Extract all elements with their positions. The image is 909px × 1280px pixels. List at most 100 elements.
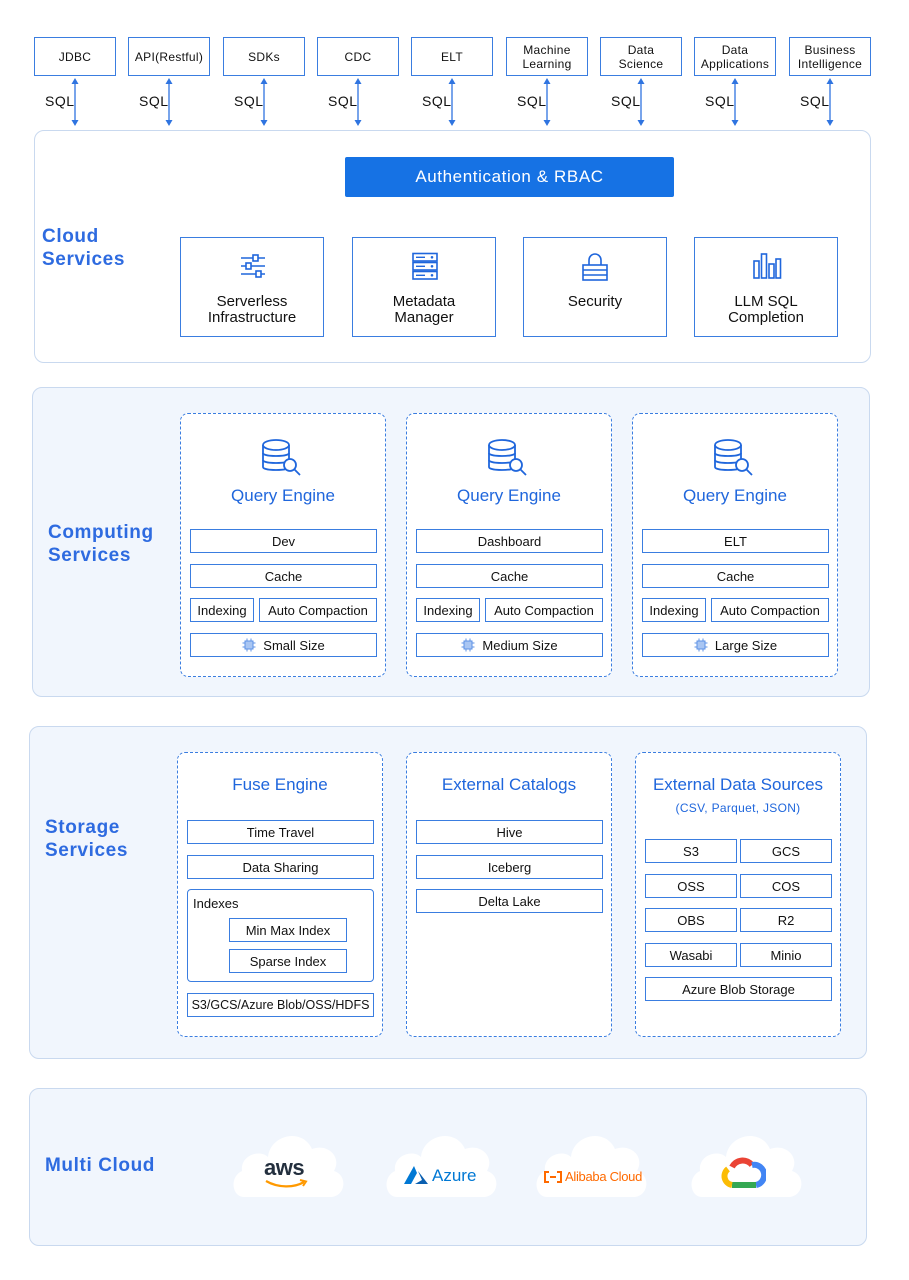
bidirectional-arrow-icon xyxy=(354,78,362,126)
source-cos-pill: COS xyxy=(740,874,832,898)
azure-mark-icon xyxy=(404,1166,428,1184)
cloud-shape-icon xyxy=(233,1135,344,1197)
cache-pill: Cache xyxy=(190,564,377,588)
formats-subtitle: (CSV, Parquet, JSON) xyxy=(675,801,801,815)
metadata-manager-card: Metadata Manager xyxy=(352,237,496,337)
auto-compaction-pill: Auto Compaction xyxy=(259,598,377,622)
cloud-shape-icon xyxy=(691,1135,802,1197)
iceberg-pill: Iceberg xyxy=(416,855,603,879)
chip-icon xyxy=(242,638,256,652)
alibaba-cloud-logo: Alibaba Cloud xyxy=(533,1127,649,1199)
azure-wordmark: Azure xyxy=(432,1166,477,1185)
sql-label: SQL xyxy=(705,93,735,109)
client-label: SDKs xyxy=(248,49,280,64)
source-oss-pill: OSS xyxy=(645,874,737,898)
sql-label: SQL xyxy=(328,93,358,109)
client-elt: ELT xyxy=(411,37,493,76)
card-label: Security xyxy=(567,293,623,310)
object-storage-pill: S3/GCS/Azure Blob/OSS/HDFS xyxy=(187,993,374,1017)
client-label: API(Restful) xyxy=(134,49,204,64)
client-label: JDBC xyxy=(58,49,92,64)
sql-label: SQL xyxy=(45,93,75,109)
time-travel-pill: Time Travel xyxy=(187,820,374,844)
sql-label: SQL xyxy=(234,93,264,109)
source-r2-pill: R2 xyxy=(740,908,832,932)
database-search-icon xyxy=(488,439,527,476)
fuse-engine-group: Fuse Engine Time Travel Data Sharing Ind… xyxy=(177,752,383,1037)
source-gcs-pill: GCS xyxy=(740,839,832,863)
client-jdbc: JDBC xyxy=(34,37,116,76)
sql-label: SQL xyxy=(139,93,169,109)
sparse-index-pill: Sparse Index xyxy=(229,949,347,973)
database-search-icon xyxy=(714,439,753,476)
size-label: Large Size xyxy=(714,637,778,653)
storage-services-title: Storage Services xyxy=(45,817,128,861)
indexes-label: Indexes xyxy=(193,896,239,911)
min-max-index-pill: Min Max Index xyxy=(229,918,347,942)
indexing-pill: Indexing xyxy=(190,598,254,622)
hive-pill: Hive xyxy=(416,820,603,844)
serverless-infrastructure-card: Serverless Infrastructure xyxy=(180,237,324,337)
query-engine-large: Query Engine ELT Cache Indexing Auto Com… xyxy=(632,413,838,677)
bar-chart-icon xyxy=(753,253,782,279)
client-label: Business Intelligence xyxy=(797,42,863,71)
card-label: Metadata Manager xyxy=(392,293,456,326)
cache-pill: Cache xyxy=(642,564,829,588)
cache-pill: Cache xyxy=(416,564,603,588)
source-azure-blob-pill: Azure Blob Storage xyxy=(645,977,832,1001)
bidirectional-arrow-icon xyxy=(71,78,79,126)
source-wasabi-pill: Wasabi xyxy=(645,943,737,967)
client-data-science: Data Science xyxy=(600,37,682,76)
size-pill: Medium Size xyxy=(416,633,603,657)
auto-compaction-pill: Auto Compaction xyxy=(711,598,829,622)
indexes-box: Indexes Min Max Index Sparse Index xyxy=(187,889,374,982)
azure-logo: Azure xyxy=(383,1127,499,1199)
workload-pill: Dev xyxy=(190,529,377,553)
client-machine-learning: Machine Learning xyxy=(506,37,588,76)
cloud-shape-icon xyxy=(386,1135,497,1197)
source-s3-pill: S3 xyxy=(645,839,737,863)
client-sdks: SDKs xyxy=(223,37,305,76)
client-label: Machine Learning xyxy=(522,42,572,71)
security-card: Security xyxy=(523,237,667,337)
client-api: API(Restful) xyxy=(128,37,210,76)
query-engine-medium: Query Engine Dashboard Cache Indexing Au… xyxy=(406,413,612,677)
client-cdc: CDC xyxy=(317,37,399,76)
aws-smile-icon xyxy=(265,1179,308,1188)
server-stack-icon xyxy=(412,252,438,280)
client-label: Data Science xyxy=(618,42,664,71)
card-label: Serverless Infrastructure xyxy=(207,293,297,326)
external-data-sources-title: External Data Sources xyxy=(652,775,824,794)
source-minio-pill: Minio xyxy=(740,943,832,967)
engine-title: Query Engine xyxy=(231,486,335,505)
fuse-engine-title: Fuse Engine xyxy=(232,775,328,794)
workload-pill: ELT xyxy=(642,529,829,553)
sql-label: SQL xyxy=(422,93,452,109)
source-obs-pill: OBS xyxy=(645,908,737,932)
cloud-shape-icon xyxy=(536,1135,647,1197)
google-cloud-logo xyxy=(688,1127,804,1199)
chip-icon xyxy=(694,638,708,652)
llm-sql-completion-card: LLM SQL Completion xyxy=(694,237,838,337)
sql-label: SQL xyxy=(611,93,641,109)
indexing-pill: Indexing xyxy=(416,598,480,622)
size-label: Small Size xyxy=(263,637,325,653)
bidirectional-arrow-icon xyxy=(826,78,834,126)
auto-compaction-pill: Auto Compaction xyxy=(485,598,603,622)
external-catalogs-title: External Catalogs xyxy=(441,775,577,794)
sql-label: SQL xyxy=(800,93,830,109)
cloud-services-title: Cloud Services xyxy=(42,226,125,270)
bidirectional-arrow-icon xyxy=(165,78,173,126)
alibaba-wordmark: Alibaba Cloud xyxy=(565,1169,643,1184)
external-data-sources-group: External Data Sources (CSV, Parquet, JSO… xyxy=(635,752,841,1037)
bidirectional-arrow-icon xyxy=(637,78,645,126)
engine-title: Query Engine xyxy=(683,486,787,505)
aws-logo: aws xyxy=(230,1127,346,1199)
computing-services-title: Computing Services xyxy=(48,522,154,566)
client-data-applications: Data Applications xyxy=(694,37,776,76)
workload-pill: Dashboard xyxy=(416,529,603,553)
client-business-intelligence: Business Intelligence xyxy=(789,37,871,76)
google-cloud-icon xyxy=(721,1157,766,1188)
chip-icon xyxy=(461,638,475,652)
bidirectional-arrow-icon xyxy=(543,78,551,126)
